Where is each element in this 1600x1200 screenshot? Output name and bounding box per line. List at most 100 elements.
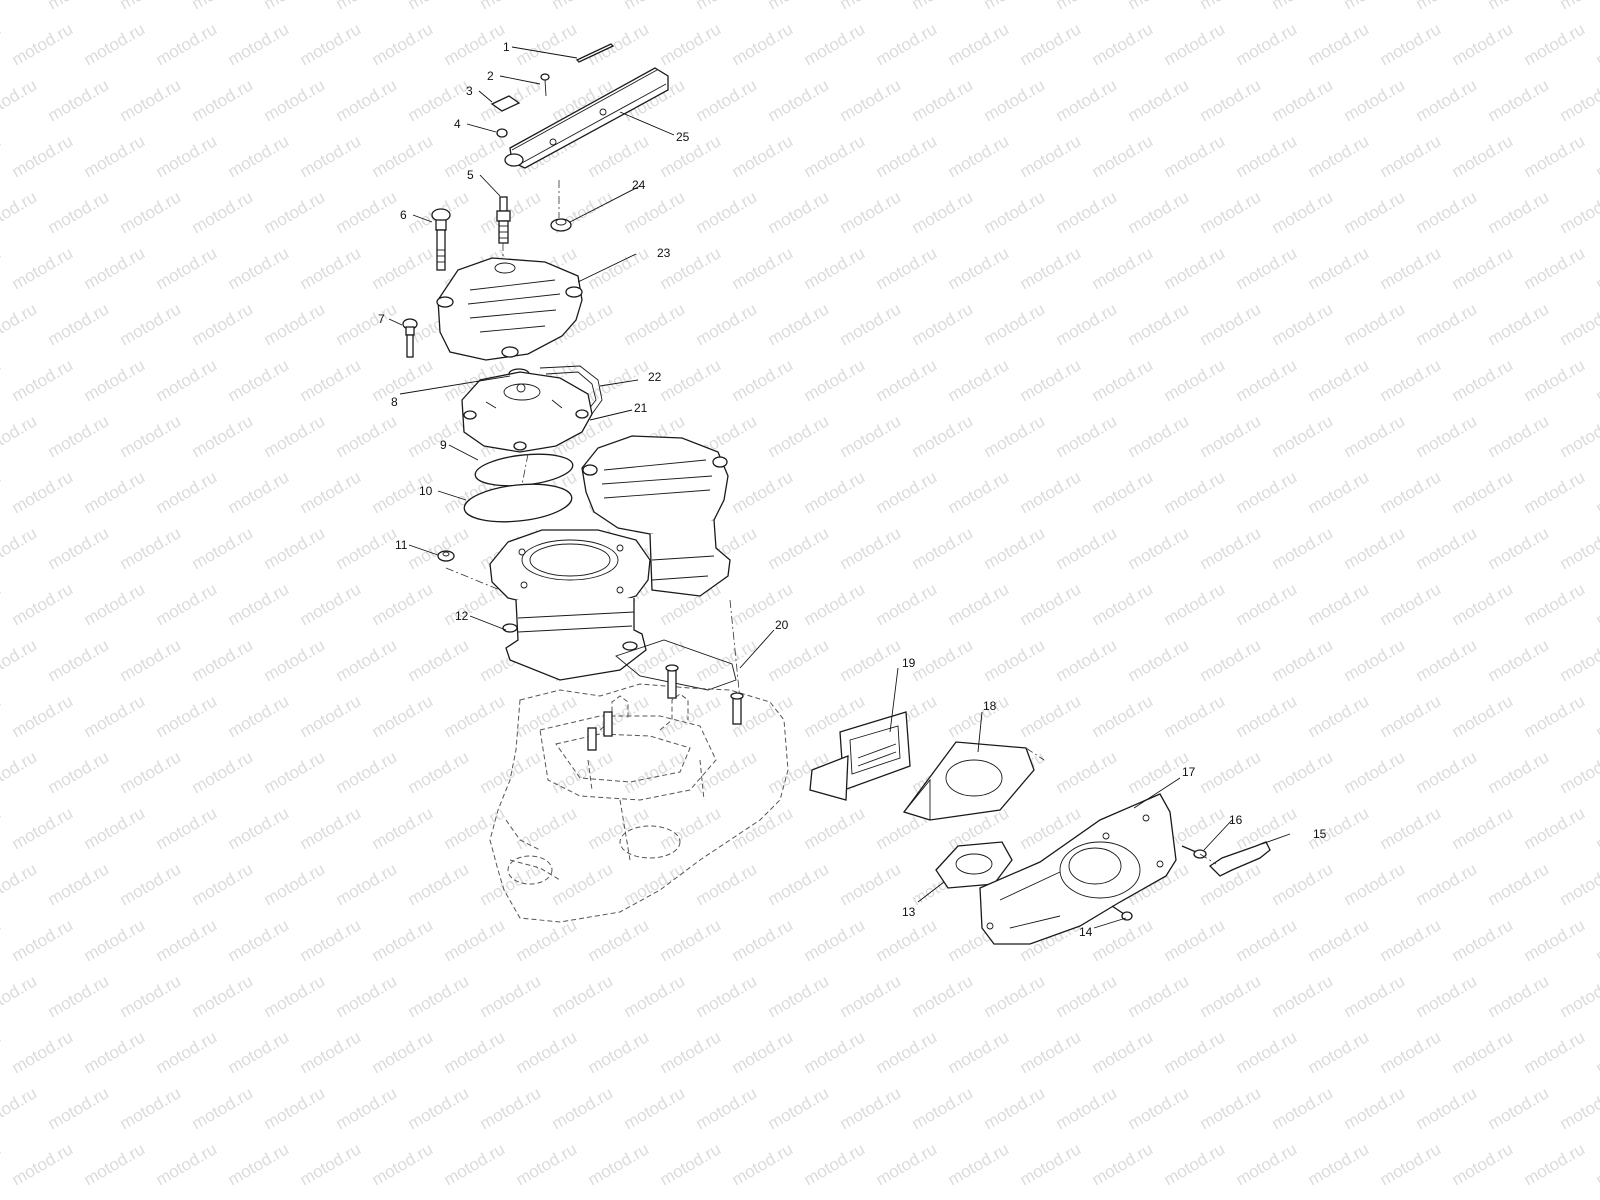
head-cover-part-23	[436, 257, 583, 361]
watermark-text: motod.ru	[801, 1027, 869, 1077]
watermark-text: motod.ru	[153, 1027, 221, 1077]
watermark-text: motod.ru	[657, 1027, 725, 1077]
watermark-text: motod.ru	[1161, 691, 1229, 741]
watermark-text: motod.ru	[981, 299, 1049, 349]
watermark-text: motod.ru	[657, 19, 725, 69]
watermark-text: motod.ru	[45, 187, 113, 237]
watermark-text: motod.ru	[9, 691, 77, 741]
watermark-text: motod.ru	[225, 19, 293, 69]
watermark-text: motod.ru	[1413, 523, 1481, 573]
watermark-text: motod.ru	[1125, 75, 1193, 125]
watermark-text: motod.ru	[945, 579, 1013, 629]
watermark-text: motod.ru	[873, 915, 941, 965]
watermark-text: motod.ru	[45, 0, 113, 13]
watermark-text: motod.ru	[189, 1195, 257, 1200]
watermark-text: motod.ru	[1449, 19, 1517, 69]
watermark-text: motod.ru	[621, 187, 689, 237]
watermark-text: motod.ru	[1485, 523, 1553, 573]
watermark-text: motod.ru	[801, 19, 869, 69]
watermark-text: motod.ru	[657, 803, 725, 853]
watermark-text: motod.ru	[693, 971, 761, 1021]
watermark-text: motod.ru	[549, 859, 617, 909]
cylinder-part-12	[489, 529, 651, 681]
watermark-text: motod.ru	[981, 971, 1049, 1021]
watermark-text: motod.ru	[1197, 75, 1265, 125]
watermark-text: motod.ru	[369, 803, 437, 853]
watermark-text: motod.ru	[1449, 1139, 1517, 1189]
watermark-text: motod.ru	[1269, 523, 1337, 573]
watermark-text: motod.ru	[1485, 187, 1553, 237]
watermark-text: motod.ru	[333, 411, 401, 461]
watermark-text: motod.ru	[117, 187, 185, 237]
watermark-text: motod.ru	[729, 467, 797, 517]
watermark-text: motod.ru	[1125, 0, 1193, 13]
watermark-text: motod.ru	[1485, 411, 1553, 461]
watermark-text: motod.ru	[1053, 1195, 1121, 1200]
watermark-text: motod.ru	[1593, 131, 1600, 181]
watermark-text: motod.ru	[333, 0, 401, 13]
watermark-text: motod.ru	[1521, 579, 1589, 629]
callout-7: 7	[378, 312, 385, 326]
screw-part-2	[540, 73, 550, 97]
watermark-text: motod.ru	[729, 131, 797, 181]
watermark-text: motod.ru	[477, 971, 545, 1021]
watermark-text: motod.ru	[1269, 0, 1337, 13]
watermark-text: motod.ru	[1557, 859, 1600, 909]
watermark-text: motod.ru	[1125, 411, 1193, 461]
watermark-text: motod.ru	[405, 747, 473, 797]
callout-15: 15	[1313, 827, 1327, 841]
watermark-text: motod.ru	[45, 971, 113, 1021]
watermark-text: motod.ru	[1377, 131, 1445, 181]
watermark-text: motod.ru	[0, 411, 40, 461]
watermark-text: motod.ru	[1233, 691, 1301, 741]
watermark-text: motod.ru	[9, 915, 77, 965]
watermark-text: motod.ru	[1413, 1083, 1481, 1133]
watermark-text: motod.ru	[1233, 19, 1301, 69]
watermark-text: motod.ru	[225, 467, 293, 517]
watermark-text: motod.ru	[1125, 187, 1193, 237]
watermark-text: motod.ru	[693, 187, 761, 237]
watermark-text: motod.ru	[9, 19, 77, 69]
watermark-text: motod.ru	[333, 1083, 401, 1133]
watermark-text: motod.ru	[1125, 523, 1193, 573]
watermark-text: motod.ru	[81, 691, 149, 741]
watermark-text: motod.ru	[693, 0, 761, 13]
watermark-text: motod.ru	[585, 243, 653, 293]
watermark-text: motod.ru	[981, 75, 1049, 125]
watermark-text: motod.ru	[1017, 131, 1085, 181]
watermark-text: motod.ru	[9, 579, 77, 629]
watermark-text: motod.ru	[873, 1027, 941, 1077]
bolt-part-7	[402, 318, 418, 358]
watermark-text: motod.ru	[9, 1139, 77, 1189]
watermark-text: motod.ru	[585, 1139, 653, 1189]
watermark-text: motod.ru	[297, 915, 365, 965]
watermark-text: motod.ru	[873, 579, 941, 629]
watermark-text: motod.ru	[1557, 0, 1600, 13]
watermark-text: motod.ru	[981, 635, 1049, 685]
watermark-text: motod.ru	[1017, 579, 1085, 629]
watermark-text: motod.ru	[45, 859, 113, 909]
watermark-text: motod.ru	[153, 131, 221, 181]
watermark-text: motod.ru	[837, 0, 905, 13]
callout-4: 4	[454, 117, 461, 131]
watermark-text: motod.ru	[1089, 243, 1157, 293]
watermark-text: motod.ru	[1197, 0, 1265, 13]
callout-13: 13	[902, 905, 916, 919]
watermark-text: motod.ru	[801, 355, 869, 405]
watermark-text: motod.ru	[765, 971, 833, 1021]
watermark-text: motod.ru	[837, 411, 905, 461]
watermark-text: motod.ru	[1053, 411, 1121, 461]
watermark-text: motod.ru	[405, 0, 473, 13]
watermark-text: motod.ru	[189, 859, 257, 909]
watermark-text: motod.ru	[1593, 915, 1600, 965]
watermark-text: motod.ru	[1485, 75, 1553, 125]
watermark-text: motod.ru	[1269, 411, 1337, 461]
watermark-text: motod.ru	[477, 747, 545, 797]
watermark-text: motod.ru	[117, 1195, 185, 1200]
watermark-text: motod.ru	[0, 915, 4, 965]
watermark-text: motod.ru	[81, 355, 149, 405]
watermark-text: motod.ru	[153, 915, 221, 965]
watermark-text: motod.ru	[1089, 467, 1157, 517]
watermark-text: motod.ru	[549, 747, 617, 797]
